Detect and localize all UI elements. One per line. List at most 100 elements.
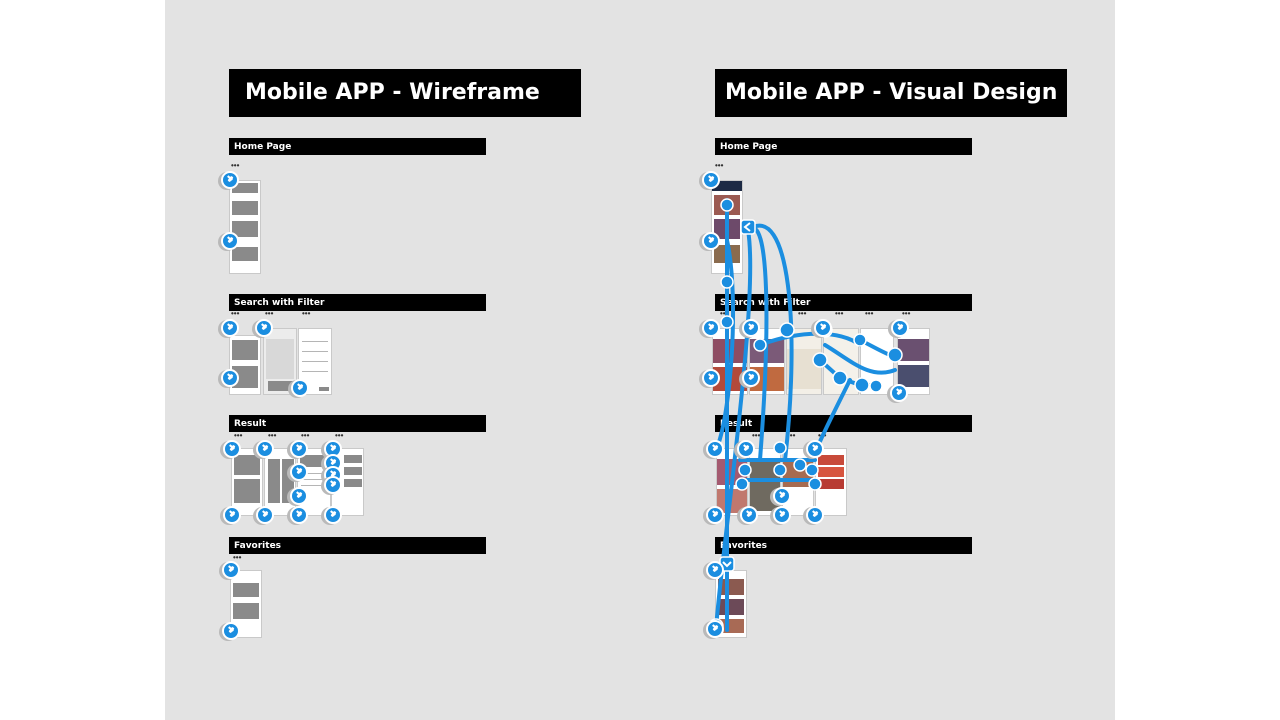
design-section-home[interactable]: Home Page [715,138,972,155]
design-search-screen-3[interactable] [823,328,859,395]
more-menu-icon[interactable]: ••• [798,309,807,318]
design-section-result[interactable]: Result [715,415,972,432]
image-tile [713,339,747,363]
text-line [301,473,327,474]
pin-icon[interactable] [702,319,720,337]
pin-icon[interactable] [324,476,342,494]
pin-icon[interactable] [706,620,724,638]
image-tile [783,459,813,487]
image-tile [718,579,744,595]
wireframe-section-home[interactable]: Home Page [229,138,486,155]
pin-icon[interactable] [706,506,724,524]
design-section-search[interactable]: Search with Filter [715,294,972,311]
pin-icon[interactable] [222,561,240,579]
more-menu-icon[interactable]: ••• [231,309,240,318]
wireframe-section-search[interactable]: Search with Filter [229,294,486,311]
wireframe-search-screen-1[interactable] [229,335,261,395]
wireframe-home-screen[interactable] [229,180,261,274]
text-line [301,485,327,486]
wireframe-section-result[interactable]: Result [229,415,486,432]
text-line [301,479,327,480]
more-menu-icon[interactable]: ••• [865,309,874,318]
more-menu-icon[interactable]: ••• [835,309,844,318]
design-home-screen[interactable] [711,180,743,274]
pin-icon[interactable] [737,440,755,458]
more-menu-icon[interactable]: ••• [231,161,240,170]
pin-icon[interactable] [742,369,760,387]
more-menu-icon[interactable]: ••• [234,431,243,440]
more-menu-icon[interactable]: ••• [787,431,796,440]
pin-icon[interactable] [256,440,274,458]
pin-icon[interactable] [324,506,342,524]
pin-icon[interactable] [255,319,273,337]
pin-icon[interactable] [290,463,308,481]
pin-icon[interactable] [890,384,908,402]
pin-icon[interactable] [891,319,909,337]
pin-icon[interactable] [221,232,239,250]
pin-icon[interactable] [290,487,308,505]
wireframe-block [234,455,260,475]
wireframe-block [233,603,259,619]
pin-icon[interactable] [773,487,791,505]
wireframe-block [344,455,362,463]
more-menu-icon[interactable]: ••• [902,309,911,318]
more-menu-icon[interactable]: ••• [715,161,724,170]
design-section-favorites[interactable]: Favorites [715,537,972,554]
pin-icon[interactable] [221,369,239,387]
pin-icon[interactable] [806,506,824,524]
pin-icon[interactable] [702,232,720,250]
more-menu-icon[interactable]: ••• [335,431,344,440]
more-menu-icon[interactable]: ••• [752,431,761,440]
more-menu-icon[interactable]: ••• [302,309,311,318]
pin-icon[interactable] [290,506,308,524]
wireframe-section-favorites[interactable]: Favorites [229,537,486,554]
wireframe-block [233,583,259,597]
design-search-screen-1[interactable] [712,328,748,395]
image-tile [818,467,844,477]
wireframe-block [234,479,260,503]
pin-icon[interactable] [706,440,724,458]
wireframe-block [232,340,258,360]
more-menu-icon[interactable]: ••• [720,309,729,318]
design-result-screen-2[interactable] [749,448,781,516]
image-tile [718,599,744,615]
pin-icon[interactable] [740,506,758,524]
visual-design-board-title[interactable]: Mobile APP - Visual Design [715,69,1067,117]
pin-icon[interactable] [291,379,309,397]
wireframe-result-screen-2[interactable] [264,448,296,516]
pin-icon[interactable] [806,440,824,458]
design-search-screen-4[interactable] [860,328,894,395]
wireframe-board-title[interactable]: Mobile APP - Wireframe [229,69,581,117]
more-menu-icon[interactable]: ••• [268,431,277,440]
wireframe-block [344,479,362,487]
pin-icon[interactable] [223,440,241,458]
pin-icon[interactable] [702,369,720,387]
image-tile [717,459,747,485]
image-tile [898,365,929,387]
pin-icon[interactable] [706,561,724,579]
pin-icon[interactable] [223,506,241,524]
pin-icon[interactable] [702,171,720,189]
filter-row [302,341,328,342]
pin-icon[interactable] [773,506,791,524]
pin-icon[interactable] [290,440,308,458]
filter-row [302,371,328,372]
pin-icon[interactable] [256,506,274,524]
design-result-screen-3[interactable] [782,448,814,516]
wireframe-result-screen-1[interactable] [231,448,263,516]
design-result-screen-4[interactable] [815,448,847,516]
more-menu-icon[interactable]: ••• [818,431,827,440]
wireframe-block [232,221,258,237]
pin-icon[interactable] [814,319,832,337]
design-result-screen-1[interactable] [716,448,748,516]
wireframe-search-map-screen[interactable] [263,328,297,395]
pin-icon[interactable] [222,622,240,640]
pin-icon[interactable] [221,171,239,189]
more-menu-icon[interactable]: ••• [233,553,242,562]
pin-icon[interactable] [221,319,239,337]
design-search-map-screen[interactable] [786,328,822,395]
image-tile [712,181,742,191]
more-menu-icon[interactable]: ••• [265,309,274,318]
pin-icon[interactable] [742,319,760,337]
more-menu-icon[interactable]: ••• [301,431,310,440]
